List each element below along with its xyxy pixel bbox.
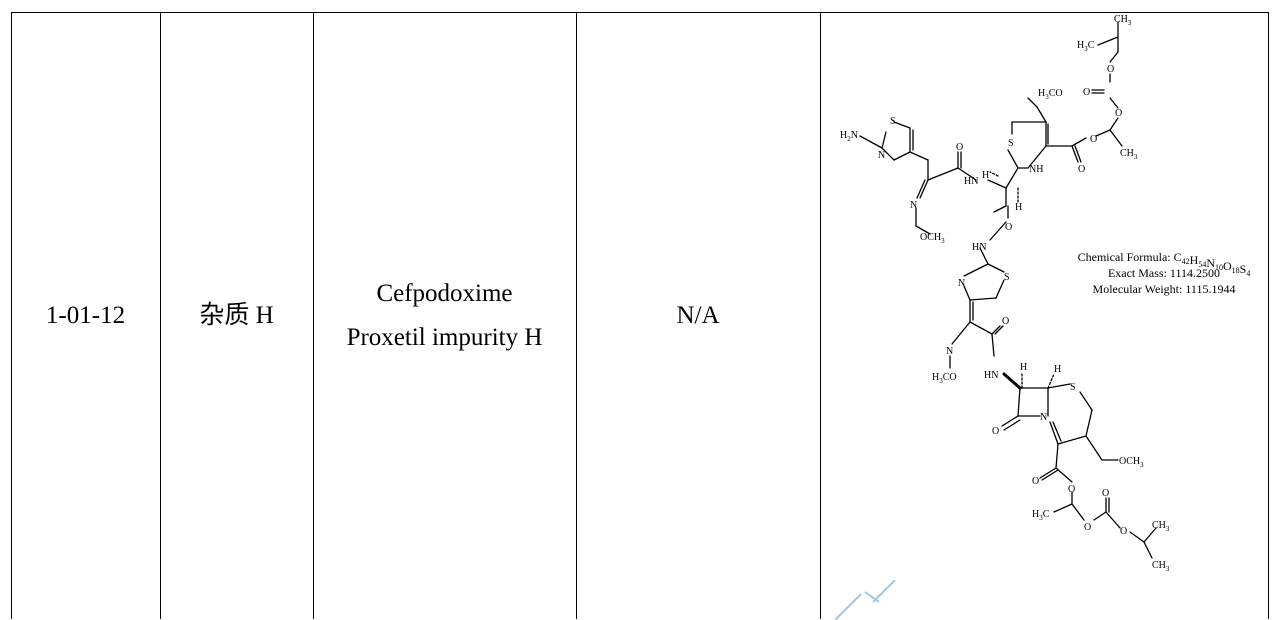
svg-text:NH: NH [1029, 164, 1043, 175]
formula-subscript: 10 [1215, 263, 1223, 272]
formula-subscript: 42 [1182, 257, 1190, 266]
molecular-weight-text: Molecular Weight: 1115.1944 [1093, 282, 1236, 296]
svg-text:CH3: CH3 [1152, 560, 1170, 573]
svg-text:CH3: CH3 [1114, 14, 1132, 27]
watermark-mark [835, 580, 896, 620]
col-border-1 [160, 12, 161, 619]
name-en-line1: Cefpodoxime [376, 279, 513, 307]
svg-text:O: O [1090, 134, 1097, 145]
cell-cas: N/A [576, 12, 820, 619]
col-border-5 [1268, 12, 1269, 619]
code-text: 1-01-12 [45, 301, 126, 329]
col-border-3 [576, 12, 577, 619]
svg-text:O: O [1115, 108, 1122, 119]
col-border-0 [11, 12, 12, 619]
svg-text:O: O [1120, 526, 1127, 537]
svg-text:H: H [1020, 362, 1027, 373]
svg-text:H3C: H3C [1077, 40, 1095, 53]
name-cn-text: 杂质 H [199, 301, 274, 329]
svg-text:O: O [1002, 316, 1009, 327]
svg-text:OCH3: OCH3 [920, 232, 945, 245]
structure-drawing: CH3 H3C O O O O CH3 H3CO O S NH H2N S N … [840, 14, 1251, 573]
svg-text:S: S [1070, 382, 1076, 393]
exact-mass-text: Exact Mass: 1114.2500 [1108, 266, 1220, 280]
cell-code: 1-01-12 [11, 12, 160, 619]
svg-text:O: O [1083, 87, 1090, 98]
svg-text:O: O [992, 426, 999, 437]
formula-element: C [1174, 250, 1182, 264]
formula-subscript: 4 [1246, 269, 1250, 278]
svg-text:HN: HN [964, 176, 978, 187]
svg-text:S: S [1004, 272, 1010, 283]
svg-text:H3CO: H3CO [1038, 88, 1063, 101]
svg-text:CH3: CH3 [1152, 520, 1170, 533]
svg-text:H: H [1015, 202, 1022, 213]
col-border-2 [313, 12, 314, 619]
svg-text:O: O [956, 142, 963, 153]
cell-name-cn: 杂质 H [160, 12, 313, 619]
svg-text:O: O [1084, 522, 1091, 533]
svg-text:O: O [1078, 164, 1085, 175]
svg-text:N: N [878, 150, 885, 161]
svg-text:H3CO: H3CO [932, 372, 957, 385]
svg-text:OCH3: OCH3 [1119, 456, 1144, 469]
svg-text:S: S [1008, 138, 1014, 149]
cell-name-en: Cefpodoxime Proxetil impurity H [313, 12, 576, 619]
formula-label: Chemical Formula: [1078, 250, 1174, 264]
svg-text:HN: HN [972, 242, 986, 253]
svg-text:N: N [1040, 412, 1047, 423]
svg-text:CH3: CH3 [1120, 148, 1138, 161]
svg-text:H2N: H2N [840, 130, 858, 143]
formula-subscript: 54 [1198, 260, 1206, 269]
svg-text:H3C: H3C [1032, 509, 1050, 522]
svg-text:H: H [1054, 364, 1061, 375]
formula-element: N [1206, 256, 1215, 270]
formula-element: S [1240, 262, 1247, 276]
svg-text:HN: HN [984, 370, 998, 381]
svg-text:O: O [1005, 222, 1012, 233]
name-en-line2: Proxetil impurity H [346, 323, 543, 351]
svg-text:O: O [1032, 476, 1039, 487]
svg-text:O: O [1107, 64, 1114, 75]
svg-text:N: N [958, 278, 965, 289]
svg-text:S: S [890, 116, 896, 127]
table-top-border [11, 12, 1269, 13]
svg-text:O: O [1068, 484, 1075, 495]
formula-element: O [1223, 259, 1232, 273]
svg-text:N: N [910, 200, 917, 211]
formula-text: Chemical Formula: C42H54N10O18S4 [1078, 250, 1251, 278]
formula-subscript: 18 [1232, 266, 1240, 275]
formula-element: H [1190, 253, 1199, 267]
svg-text:O: O [1102, 488, 1109, 499]
svg-text:N: N [946, 346, 953, 357]
cas-text: N/A [676, 301, 720, 329]
col-border-4 [820, 12, 821, 619]
svg-text:H: H [982, 170, 989, 181]
